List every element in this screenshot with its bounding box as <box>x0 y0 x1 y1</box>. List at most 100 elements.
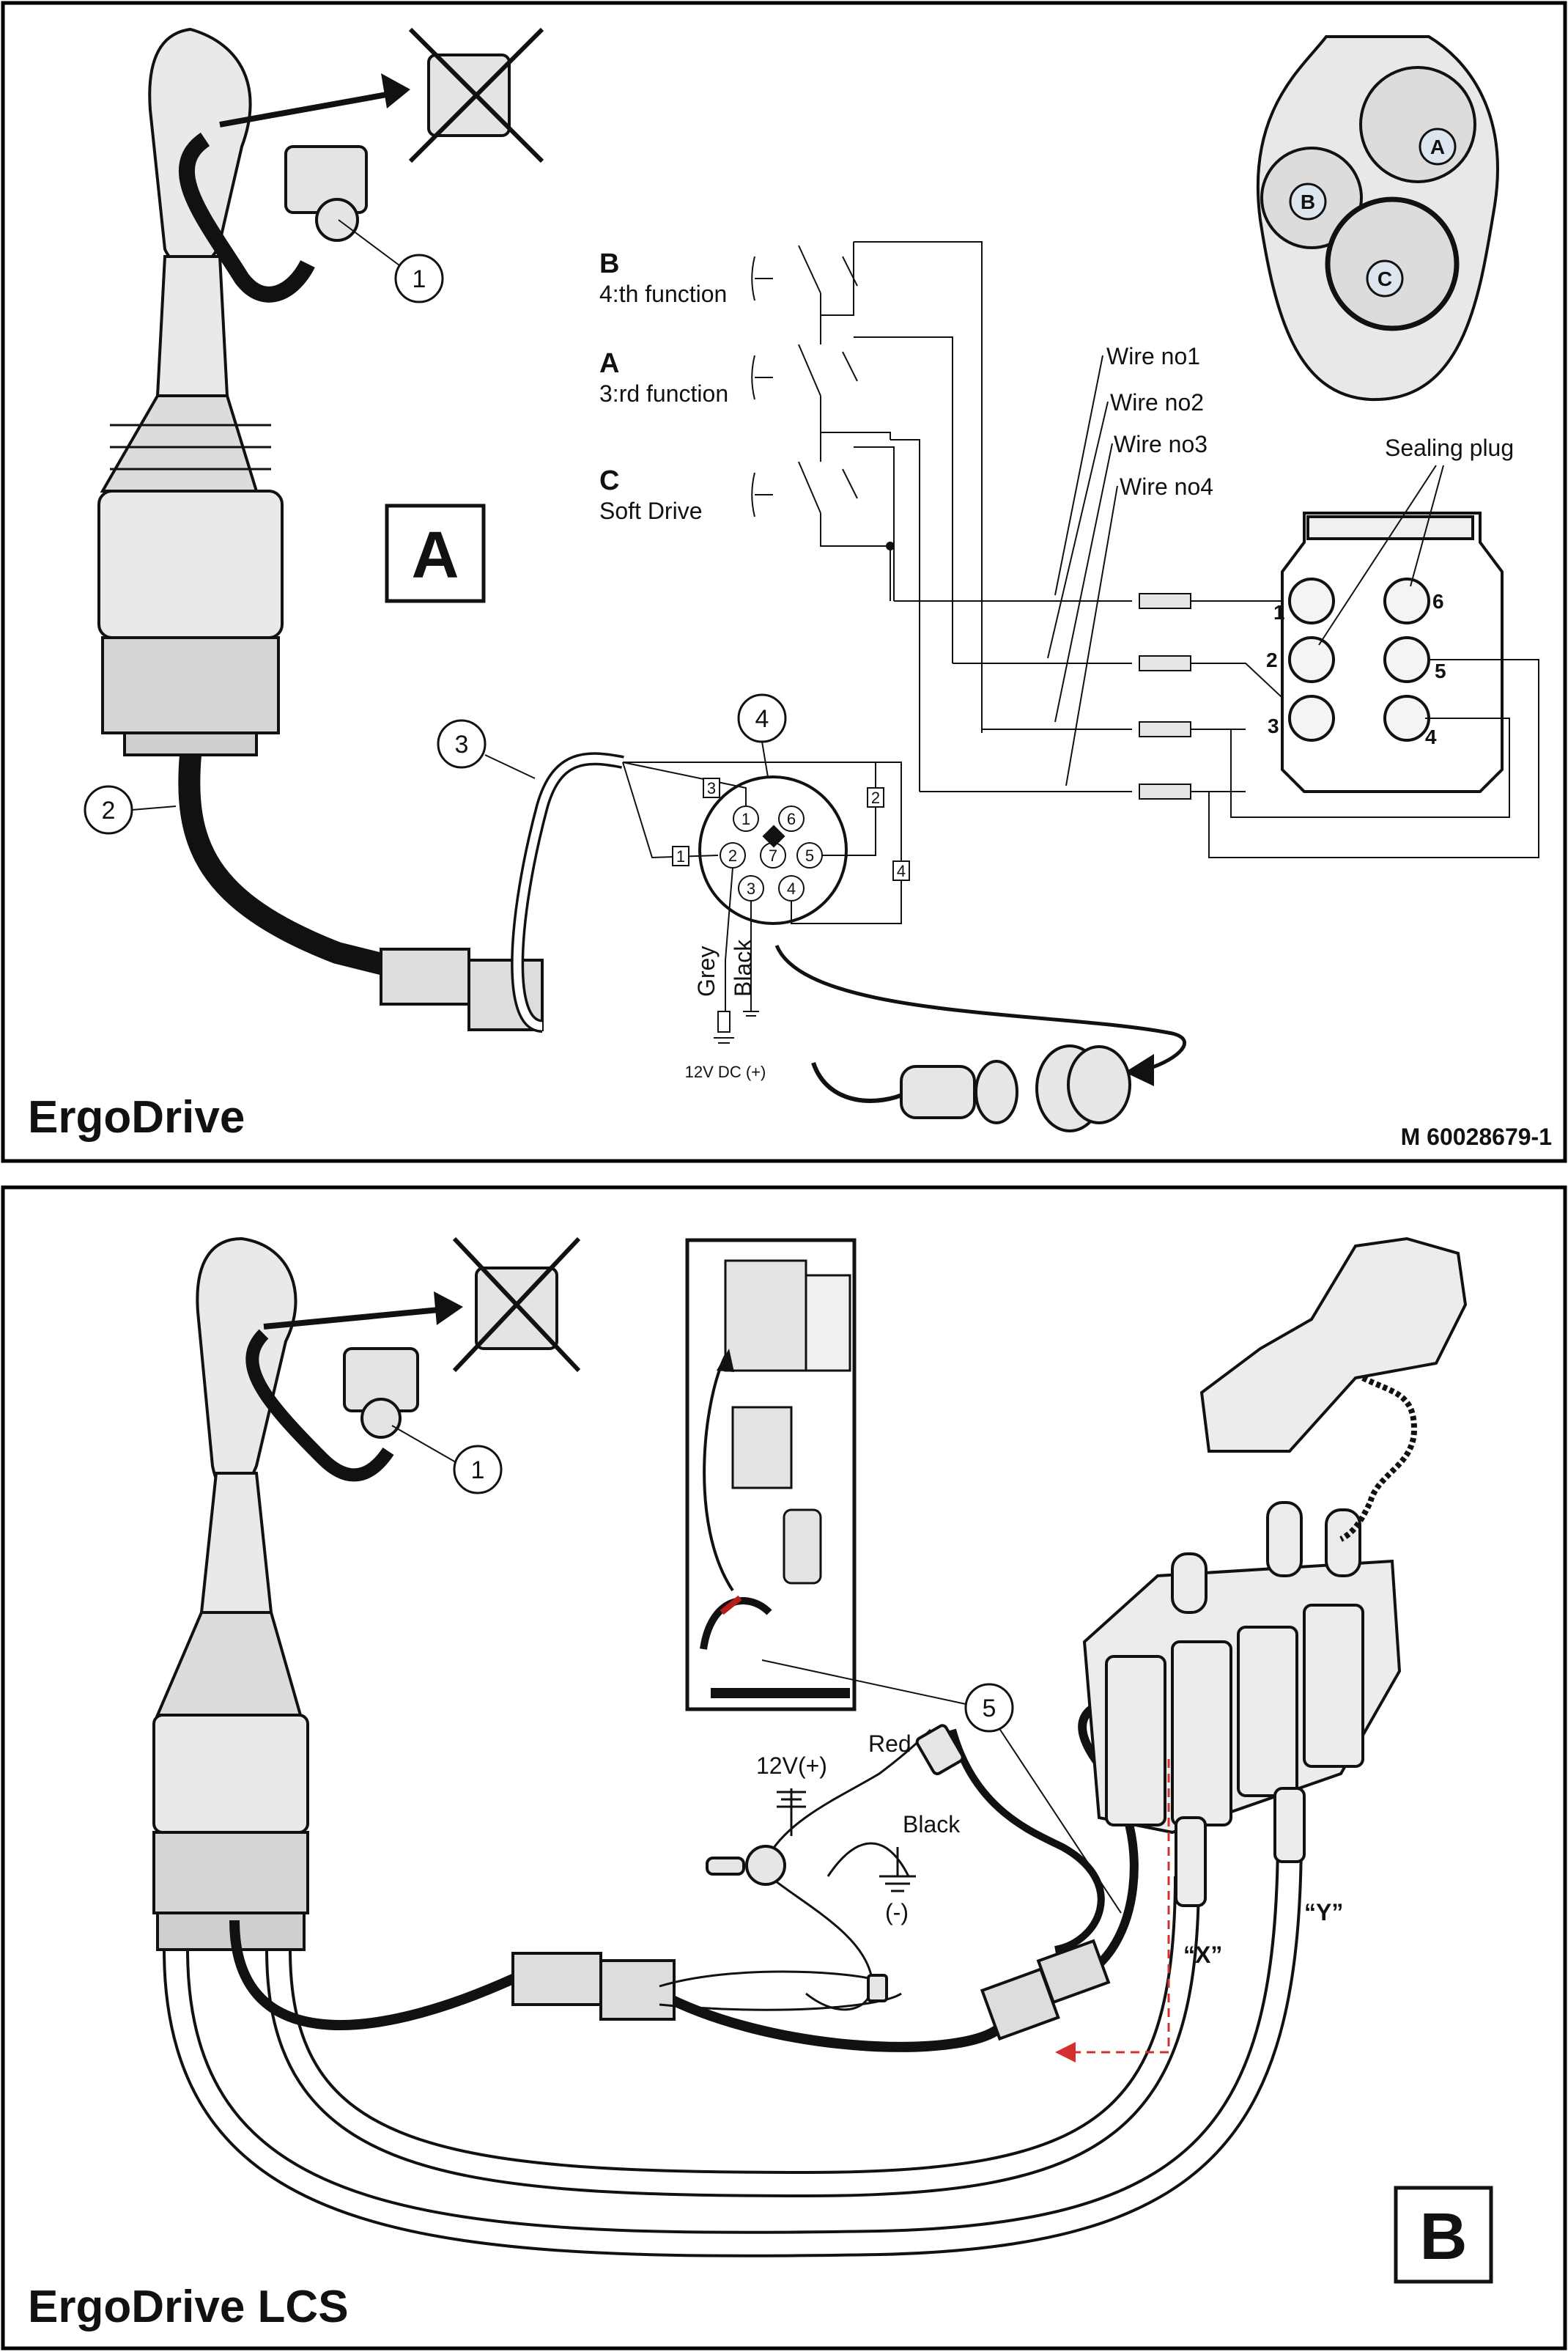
wire-tag-3-box <box>703 778 720 798</box>
round-connector-wiring <box>622 762 902 1011</box>
joystick-a-cable <box>178 753 399 978</box>
pin-terminals <box>1139 593 1191 800</box>
wire-tag-1-box <box>672 846 689 866</box>
replace-arrow-b <box>263 1305 455 1330</box>
connector-pin-3: 3 <box>1268 715 1279 737</box>
panel-a-ref-code: M 60028679-1 <box>1401 1124 1552 1150</box>
port-y-label: “Y” <box>1304 1899 1343 1925</box>
switch-a-letter: A <box>599 348 619 379</box>
switch-b-letter: B <box>599 248 619 279</box>
supply-label-b: 12V(+) <box>756 1752 827 1779</box>
plug-socket-a <box>811 1044 1131 1132</box>
wire-tag-1: 1 <box>676 847 685 866</box>
panel-b-badge <box>1394 2186 1493 2284</box>
wire-tag-2-box <box>867 787 884 808</box>
switch-a-function: 3:rd function <box>599 380 728 407</box>
handle-button-b-label: B <box>1301 191 1315 213</box>
hoses-xy <box>163 1832 1303 2257</box>
connector-pin-5: 5 <box>1435 660 1446 682</box>
round-pin-1: 1 <box>742 810 750 828</box>
black-wire-label-b: Black <box>903 1811 961 1837</box>
replace-arrow-a-head <box>381 73 410 108</box>
inset-connector-detail <box>700 1259 851 1698</box>
plug-arrow-a-head <box>1125 1054 1154 1086</box>
callout-4-a-label: 4 <box>755 705 769 733</box>
handle-button-c <box>1366 259 1404 298</box>
inset-curved-arrow <box>703 1355 734 1592</box>
red-dashed-arrow <box>1070 1759 1170 2054</box>
connector-pin-4: 4 <box>1425 726 1437 748</box>
wire-tag-4-box <box>892 860 910 881</box>
button-module-b <box>343 1347 419 1439</box>
callout-5-b <box>964 1683 1014 1733</box>
supply-label-a: 12V DC (+) <box>685 1063 766 1081</box>
coiled-cable-b <box>1339 1375 1418 1542</box>
crossed-module-b <box>452 1236 581 1373</box>
handle-button-a <box>1419 128 1457 166</box>
wire-no3-label: Wire no3 <box>1114 431 1208 457</box>
supply-symbol-a <box>714 1011 759 1044</box>
callout-5-b-label: 5 <box>983 1695 996 1722</box>
joystick-a-internal-cable <box>178 132 315 303</box>
round-pin-2: 2 <box>728 847 737 865</box>
panel-a-badge <box>385 504 486 603</box>
panel-b-badge-letter: B <box>1420 2200 1468 2274</box>
red-dashed-arrow-head <box>1055 2042 1076 2062</box>
switch-c-function: Soft Drive <box>599 498 702 524</box>
round-pin-7: 7 <box>769 847 777 865</box>
callout-1-b-label: 1 <box>471 1456 485 1484</box>
joystick-b-illustration <box>152 1236 309 1951</box>
replace-arrow-b-head <box>434 1291 463 1325</box>
panel-b-frame <box>1 1185 1567 2351</box>
handle-button-a-label: A <box>1430 136 1445 158</box>
six-pin-connector <box>1281 512 1504 793</box>
fuse-holder-b <box>867 1724 964 2002</box>
switch-b-function: 4:th function <box>599 281 727 307</box>
handle-top-view <box>1256 35 1499 402</box>
connector-pin-2: 2 <box>1266 649 1278 671</box>
wire-leaders <box>1047 355 1118 786</box>
harness-connector-b <box>511 1939 1111 2041</box>
lcs-control-box-b <box>1199 1236 1468 1453</box>
inset-red-clip <box>720 1595 742 1615</box>
callout-1-b <box>453 1445 503 1494</box>
callout-1-a-label: 1 <box>413 265 426 293</box>
connector-pin-6: 6 <box>1432 590 1444 613</box>
wire-tag-2: 2 <box>871 789 880 807</box>
crossed-module-a <box>408 27 544 163</box>
switch-c-letter: C <box>599 465 619 496</box>
round-pin-5: 5 <box>805 847 814 865</box>
ground-symbol-b <box>879 1847 916 1892</box>
valve-block-b <box>1082 1501 1402 1907</box>
harness-main <box>229 1920 1021 2052</box>
sealing-plug-label: Sealing plug <box>1385 435 1514 461</box>
wire-tag-4: 4 <box>897 862 906 880</box>
supply-symbol-b <box>777 1788 806 1836</box>
grey-wire-label: Grey <box>693 946 720 997</box>
wire-no2-label: Wire no2 <box>1110 389 1204 416</box>
red-wire-label: Red <box>868 1730 911 1757</box>
ground-label-b: (-) <box>885 1899 909 1925</box>
wire-no1-label: Wire no1 <box>1106 343 1200 369</box>
panel-a-title: ErgoDrive <box>28 1092 245 1143</box>
round-pin-6: 6 <box>787 810 796 828</box>
joystick-b-internal-cable <box>245 1329 394 1482</box>
callout-3-a-label: 3 <box>455 731 469 759</box>
connector-loop-wires <box>1208 659 1539 858</box>
switch-schematic <box>751 241 1132 792</box>
replace-arrow-a <box>219 89 404 128</box>
callout-2-a-label: 2 <box>102 797 116 825</box>
button-module-a <box>284 145 368 242</box>
joystick-a-illustration <box>97 27 284 756</box>
handle-button-c-label: C <box>1377 268 1392 290</box>
port-x-label: “X” <box>1183 1942 1222 1968</box>
plug-arrow-a <box>774 945 1186 1072</box>
panel-b-title: ErgoDrive LCS <box>28 2282 349 2332</box>
callout-1-a <box>394 254 444 303</box>
round-pin-3: 3 <box>747 880 755 898</box>
round-pin-4: 4 <box>787 880 796 898</box>
black-wire-label: Black <box>730 939 756 997</box>
ignition-switch-b <box>706 1845 786 1886</box>
inset-curved-arrow-head <box>717 1349 734 1372</box>
